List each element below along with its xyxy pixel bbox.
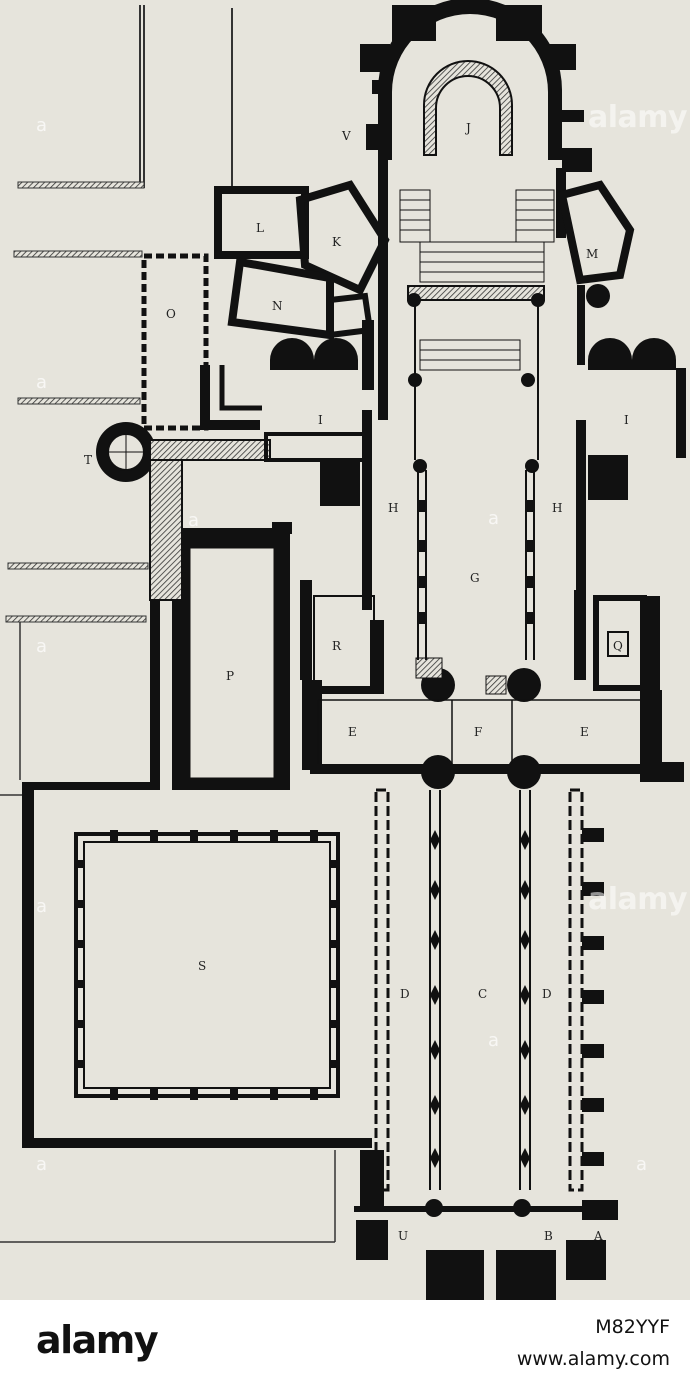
watermark-glyph: a <box>36 896 48 917</box>
watermark-glyph: a <box>36 115 48 136</box>
watermark-text: alamy <box>588 100 688 135</box>
label-v: V <box>341 129 351 143</box>
choir-steps <box>399 189 555 371</box>
chapter-rooms <box>141 180 390 431</box>
label-t: T <box>84 453 92 467</box>
crossing-piers <box>415 657 541 789</box>
watermark-glyph: a <box>36 1154 48 1175</box>
tower-t <box>96 422 372 601</box>
nave-piers <box>407 293 545 1217</box>
chapel-m <box>557 180 635 308</box>
room-q <box>593 595 647 691</box>
label-h-right: H <box>552 501 562 515</box>
apse-j <box>360 0 592 172</box>
watermark-glyph: a <box>488 1030 500 1051</box>
watermark-glyph: a <box>188 510 200 531</box>
label-b: B <box>544 1229 553 1243</box>
label-q: Q <box>613 639 623 653</box>
label-k: K <box>332 235 342 249</box>
image-id: M82YYF <box>595 1316 670 1338</box>
watermark-glyph: a <box>488 508 500 529</box>
label-m: M <box>586 247 598 261</box>
site-boundary-lines <box>0 5 336 1243</box>
transept <box>317 699 640 764</box>
label-i-left: I <box>318 413 323 427</box>
aisle-walls <box>354 788 618 1300</box>
label-o: O <box>166 307 176 321</box>
label-i-right: I <box>624 413 629 427</box>
label-u: U <box>398 1229 408 1243</box>
label-p: P <box>226 669 234 683</box>
label-d-left: D <box>400 987 410 1001</box>
watermark-glyph: a <box>36 636 48 657</box>
label-e-left: E <box>348 725 357 739</box>
footer-bar <box>0 1300 690 1390</box>
cathedral-floor-plan: A B C D D E E F G H H I I J K L M N O P … <box>0 0 686 1300</box>
label-r: R <box>332 639 342 653</box>
label-c: C <box>478 987 487 1001</box>
cloister-walls <box>22 600 372 1148</box>
label-n: N <box>272 299 283 313</box>
label-h-left: H <box>388 501 398 515</box>
alamy-logo: alamy <box>36 1318 159 1362</box>
label-g: G <box>470 571 480 585</box>
label-l: L <box>256 221 264 235</box>
watermark-glyph: a <box>636 1154 648 1175</box>
label-j: J <box>464 121 471 135</box>
room-labels: A B C D D E E F G H H I I J K L M N O P … <box>84 121 629 1243</box>
label-f: F <box>474 725 482 739</box>
main-walls <box>270 160 686 782</box>
label-s: S <box>198 959 206 973</box>
label-a: A <box>593 1229 603 1243</box>
watermark-text: alamy <box>588 882 688 917</box>
label-e-right: E <box>580 725 589 739</box>
floor-plan-area: A B C D D E E F G H H I I J K L M N O P … <box>0 0 688 1300</box>
room-r <box>313 595 384 694</box>
hall-p <box>172 522 292 790</box>
label-d-right: D <box>542 987 552 1001</box>
site-url: www.alamy.com <box>516 1348 670 1370</box>
watermark-glyph: a <box>36 372 48 393</box>
